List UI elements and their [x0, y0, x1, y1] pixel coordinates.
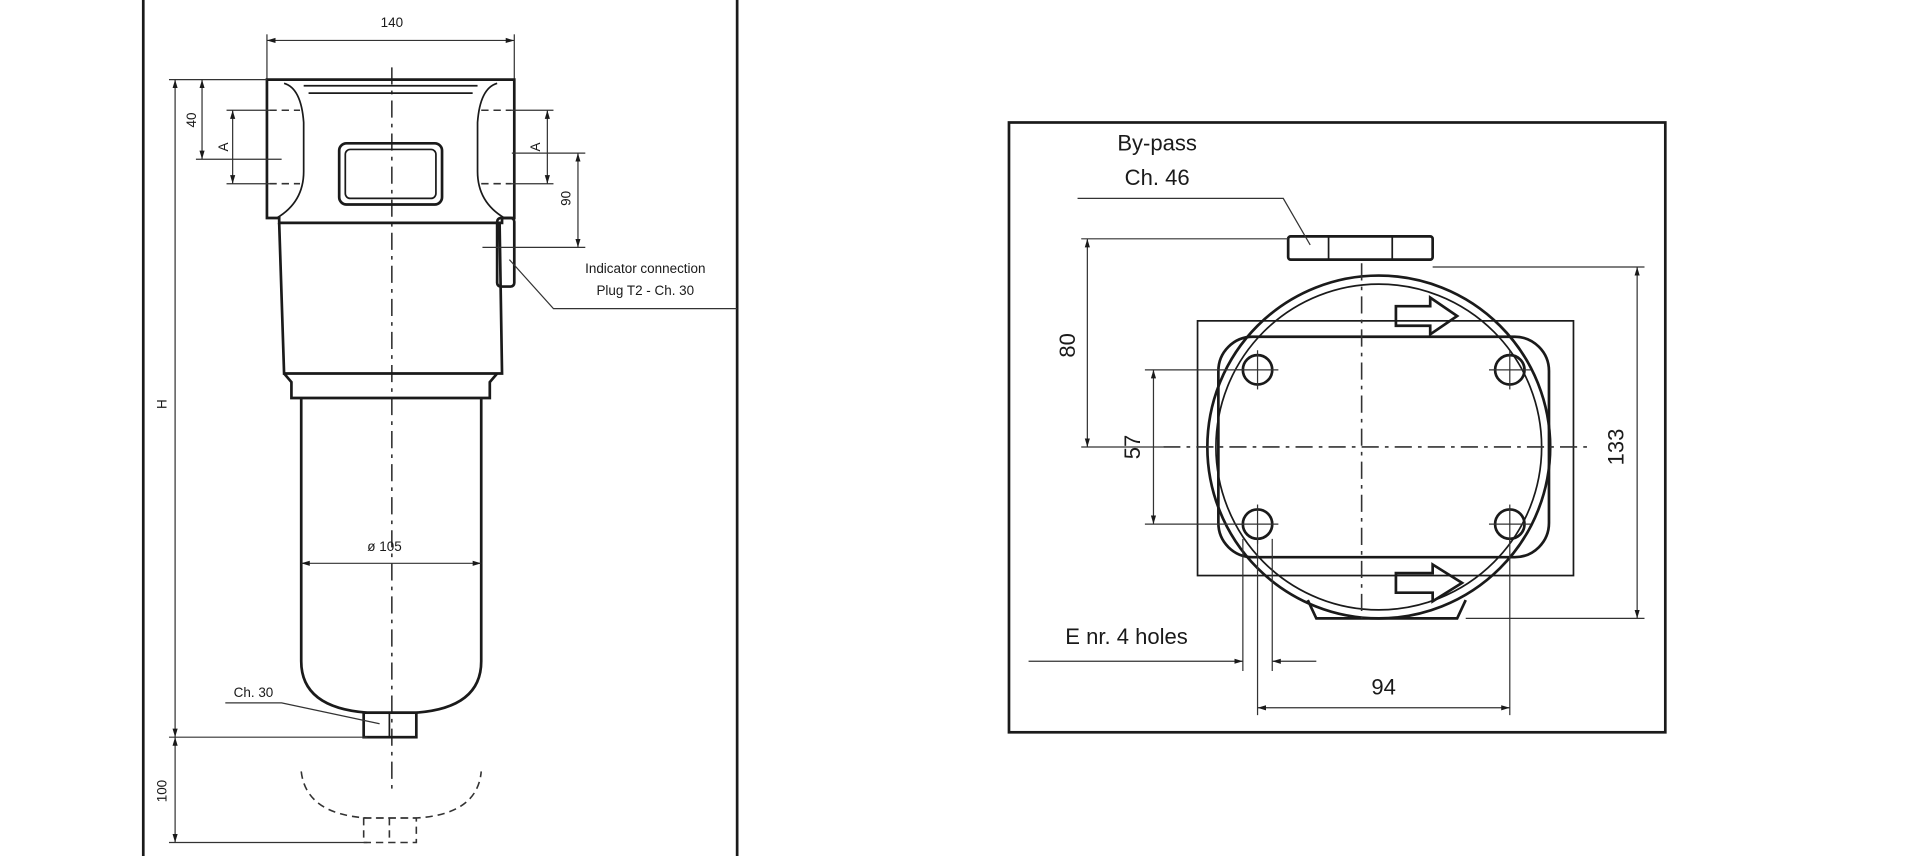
port-left-label: A — [216, 142, 231, 151]
bowl-diameter-label: ø 105 — [367, 539, 401, 554]
filter-head — [265, 78, 516, 225]
dim-94-label: 94 — [1371, 674, 1396, 699]
sight-window — [337, 141, 444, 206]
port-flange — [1196, 320, 1575, 577]
indicator-plug — [495, 216, 516, 288]
drain-label: Ch. 30 — [234, 685, 274, 700]
top-view-frame — [1007, 121, 1667, 734]
width-dim-label: 140 — [381, 15, 403, 30]
dim-80-label: 80 — [1055, 333, 1080, 358]
flow-arrow-icon — [1394, 295, 1460, 337]
dim-57-label: 57 — [1120, 435, 1145, 460]
height-dim-label: H — [155, 399, 170, 409]
indicator-leader — [508, 259, 738, 310]
holes-label: E nr. 4 holes — [1065, 624, 1187, 649]
bypass-hex — [1286, 235, 1435, 261]
indicator-plug-label: Plug T2 - Ch. 30 — [596, 283, 694, 298]
drain-leader — [225, 702, 380, 725]
bowl-base — [1306, 599, 1467, 620]
front-view-panel: 140 Indicator connection Plug T2 — [141, 0, 739, 856]
indicator-dim-label: 90 — [559, 191, 574, 206]
bypass-label: By-pass — [1117, 131, 1197, 156]
top-port-dim-label: 40 — [184, 113, 199, 128]
indicator-label: Indicator connection — [585, 261, 705, 276]
removal-clearance-label: 100 — [155, 780, 170, 802]
top-view-panel: By-pass Ch. 46 80 57 133 94 E nr. 4 hole… — [1007, 121, 1667, 734]
bypass-leader — [1077, 197, 1311, 246]
bypass-hex-size-label: Ch. 46 — [1125, 165, 1190, 190]
flow-arrow-icon — [1394, 562, 1465, 604]
filter-bowl — [277, 222, 504, 739]
port-right-label: A — [528, 142, 543, 151]
dim-133-label: 133 — [1604, 429, 1629, 466]
